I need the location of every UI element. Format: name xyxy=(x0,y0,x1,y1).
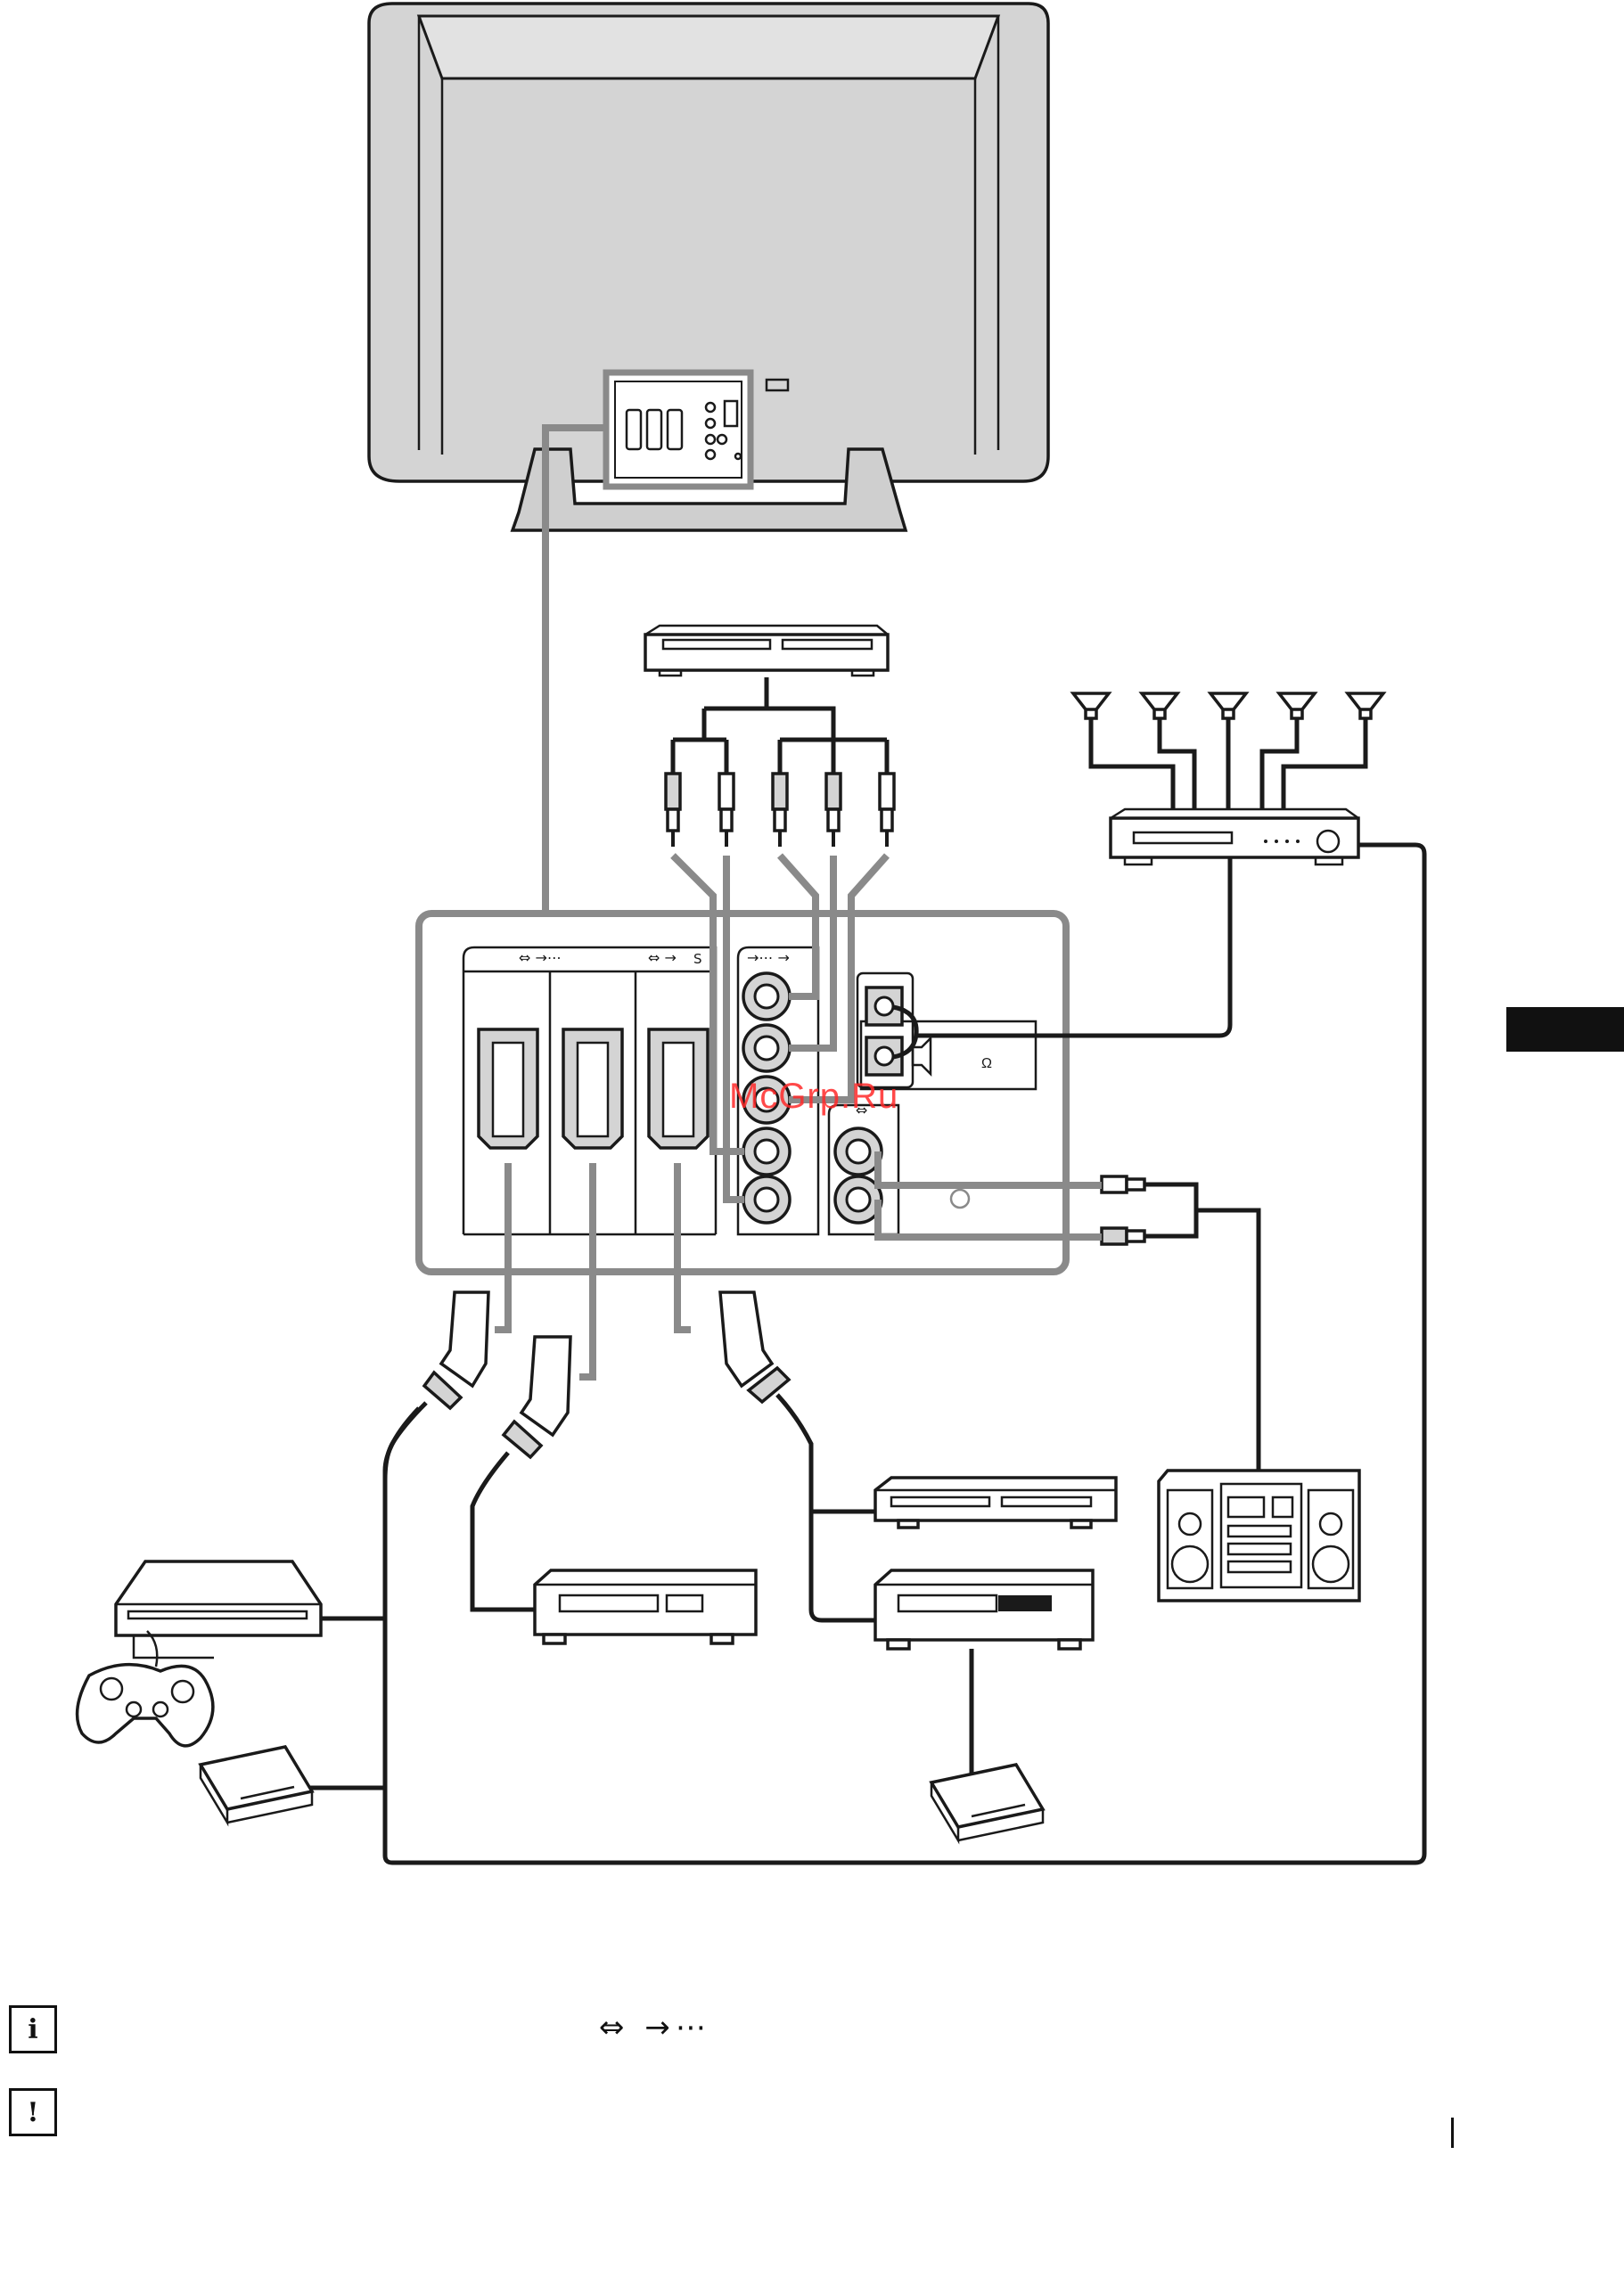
gamepad xyxy=(78,1631,213,1746)
warning-icon: ! xyxy=(9,2088,57,2136)
speaker-4 xyxy=(1279,693,1315,718)
section-tab xyxy=(1506,1007,1624,1052)
scart-2 xyxy=(563,1029,622,1148)
scart-plug-3 xyxy=(720,1292,789,1402)
svg-text:→⋯ →: →⋯ → xyxy=(747,949,790,966)
decoder-left xyxy=(201,1747,312,1823)
scart-1 xyxy=(479,1029,537,1148)
vcr-right xyxy=(875,1570,1093,1774)
scart-3 xyxy=(649,1029,708,1148)
game-console xyxy=(116,1561,321,1658)
svideo-label: S xyxy=(693,951,702,967)
scart-plug-2 xyxy=(504,1337,570,1457)
speaker-5 xyxy=(1348,693,1383,718)
hifi-system xyxy=(1159,1471,1359,1601)
speaker-3 xyxy=(1210,693,1246,718)
dvd-player-top xyxy=(645,626,888,676)
speaker-2 xyxy=(1142,693,1177,718)
tv-rear xyxy=(369,4,1048,530)
svg-text:⇔ →⋯: ⇔ →⋯ xyxy=(519,949,562,966)
scart-plug-1 xyxy=(424,1292,488,1408)
svg-text:⇔ →: ⇔ → xyxy=(648,949,677,966)
watermark-text: McGrp.Ru xyxy=(729,1077,898,1117)
dvd-recorder-right xyxy=(875,1478,1116,1528)
vcr-center xyxy=(535,1570,756,1643)
av-amplifier xyxy=(1111,809,1358,864)
speaker-1 xyxy=(1073,693,1109,718)
ohm-label: Ω xyxy=(981,1056,992,1072)
info-icon: i xyxy=(9,2005,57,2053)
speakers xyxy=(1073,693,1383,809)
page-number-mark xyxy=(1451,2118,1454,2148)
connector-symbols: ⇔ →⋯ xyxy=(599,2010,711,2045)
decoder-right xyxy=(931,1765,1043,1840)
